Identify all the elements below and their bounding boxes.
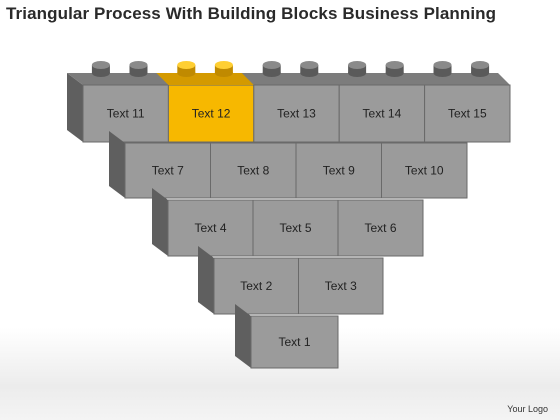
block-text-6: Text 6: [337, 199, 424, 257]
block-label: Text 5: [279, 221, 311, 235]
block-label: Text 10: [405, 164, 444, 178]
block-label: Text 2: [240, 279, 272, 293]
block-text-15: Text 15: [424, 61, 511, 143]
page-title: Triangular Process With Building Blocks …: [6, 4, 497, 23]
block-face: [298, 257, 384, 315]
block-label: Text 12: [192, 107, 231, 121]
block-text-12: Text 12: [156, 61, 255, 143]
block-label: Text 1: [278, 335, 310, 349]
block-text-9: Text 9: [295, 142, 382, 199]
block-label: Text 11: [107, 107, 145, 121]
block-row-4: Text 2 Text 3: [198, 246, 384, 315]
stud: [471, 61, 490, 77]
block-face: [213, 257, 299, 315]
block-text-5: Text 5: [252, 199, 339, 257]
block-text-13: Text 13: [253, 61, 340, 143]
block-text-10: Text 10: [381, 142, 468, 199]
block-label: Text 14: [363, 107, 402, 121]
block-label: Text 8: [237, 164, 269, 178]
block-face: [381, 142, 468, 199]
row-side-face: [109, 131, 125, 198]
block-label: Text 15: [448, 107, 487, 121]
block-text-1: Text 1: [250, 315, 339, 369]
block-text-11: Text 11: [82, 61, 169, 143]
block-face: [424, 84, 511, 143]
stud: [348, 61, 367, 77]
block-label: Text 7: [152, 164, 184, 178]
block-label: Text 6: [364, 221, 396, 235]
row-side-face: [235, 304, 251, 368]
block-face: [252, 199, 339, 257]
block-face: [253, 84, 340, 143]
block-top-face: [156, 73, 254, 85]
stud: [91, 61, 110, 77]
block-text-14: Text 14: [338, 61, 426, 143]
row-side-face: [198, 246, 214, 314]
block-face: [295, 142, 382, 199]
block-face: [167, 199, 254, 257]
block-face: [124, 142, 211, 199]
block-row-5: Text 1: [235, 304, 339, 369]
block-text-4: Text 4: [167, 199, 254, 257]
block-text-7: Text 7: [124, 142, 211, 199]
block-label: Text 3: [325, 279, 357, 293]
stud: [433, 61, 452, 77]
block-row-2: Text 7 Text 8 Text 9 Text 10: [109, 131, 468, 199]
stud: [385, 61, 404, 77]
block-face: [210, 142, 297, 199]
block-face: [82, 84, 169, 143]
block-face: [250, 315, 339, 369]
row-side-face: [67, 73, 83, 142]
block-label: Text 9: [323, 164, 355, 178]
stud: [214, 61, 233, 77]
block-text-8: Text 8: [210, 142, 297, 199]
block-text-3: Text 3: [298, 257, 384, 315]
stud: [262, 61, 281, 77]
stud: [300, 61, 319, 77]
block-row-3: Text 4 Text 5 Text 6: [152, 188, 424, 257]
block-face: [337, 199, 424, 257]
block-row-1: Text 11 Text 12 Text 13 Text 14 Text 15: [67, 61, 511, 143]
logo-text: Your Logo: [507, 404, 548, 414]
block-label: Text 4: [194, 221, 226, 235]
row-side-face: [152, 188, 168, 256]
stud: [129, 61, 148, 77]
block-label: Text 13: [277, 107, 316, 121]
block-text-2: Text 2: [213, 257, 299, 315]
stud: [177, 61, 196, 77]
block-face: [338, 84, 426, 143]
